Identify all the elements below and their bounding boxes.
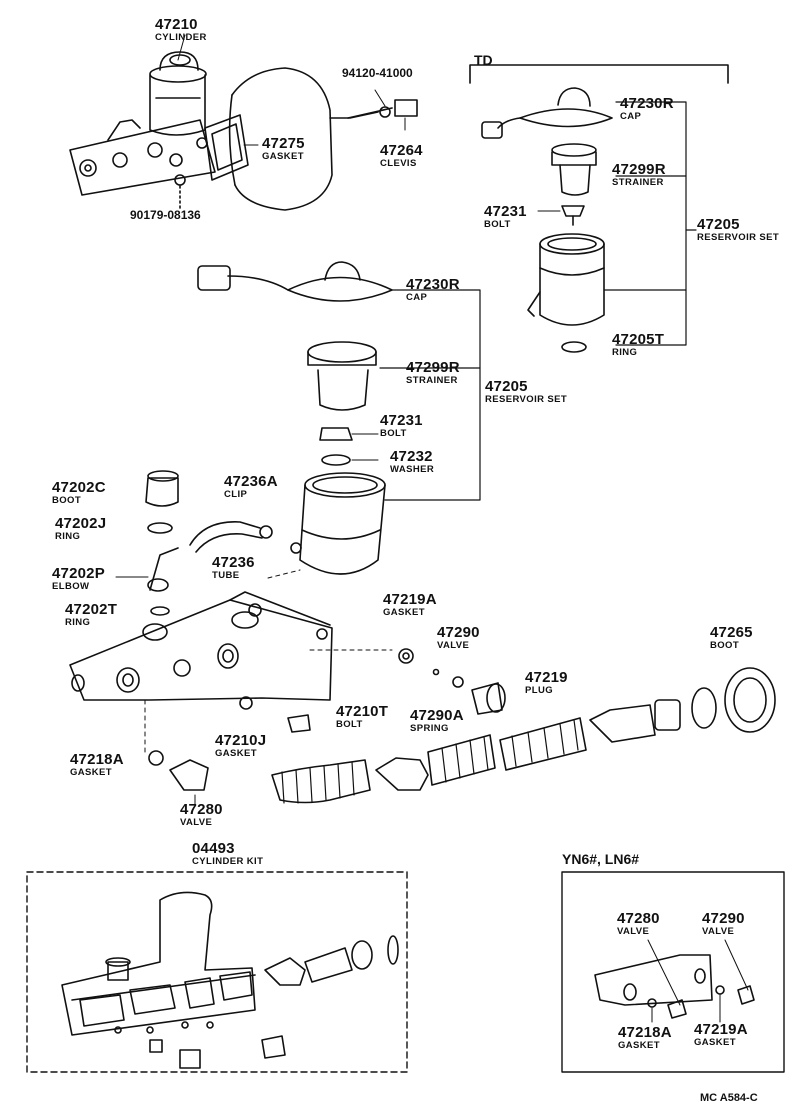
internal-parts-drawing xyxy=(148,648,776,806)
label-90179-08136: 90179-08136 xyxy=(130,208,201,222)
reservoir-exploded-drawing xyxy=(115,261,481,616)
cylinder-body-drawing xyxy=(69,569,393,756)
td-reservoir-drawing xyxy=(469,64,729,353)
yn6-ln6-variant-drawing xyxy=(561,871,785,1073)
label-94120-41000: 94120-41000 xyxy=(342,66,413,80)
variant-td-header: TD xyxy=(474,52,493,68)
figure-reference: MC A584-C xyxy=(700,1092,758,1104)
variant-yn6-ln6-header: YN6#, LN6# xyxy=(562,851,640,867)
master-cylinder-assembly-drawing xyxy=(69,34,418,211)
cylinder-kit-drawing xyxy=(26,871,408,1073)
